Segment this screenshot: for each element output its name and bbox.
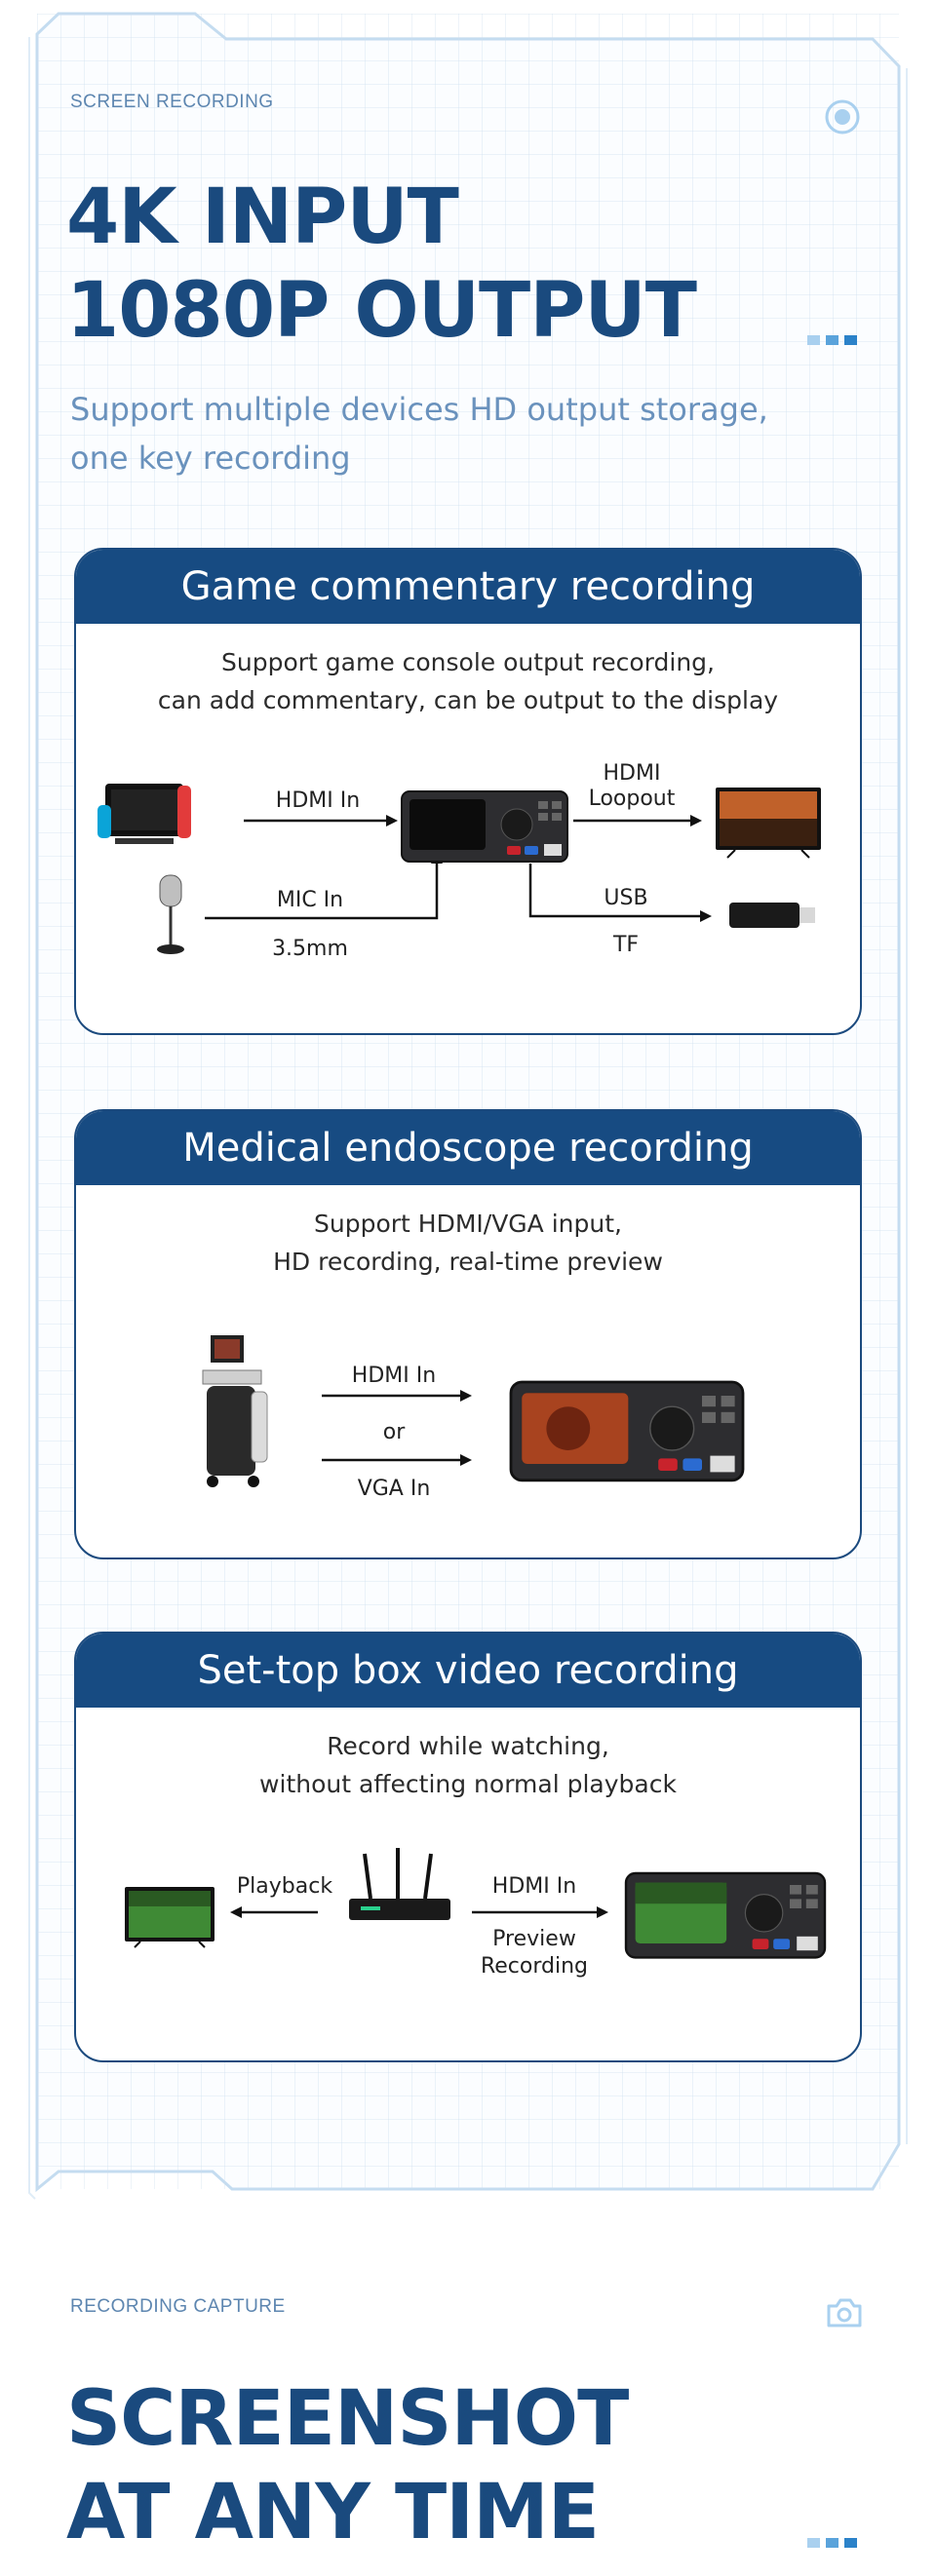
card-description: Support game console output recording, c…: [76, 643, 860, 719]
label-preview: Preview: [492, 1927, 576, 1951]
tv-icon: [125, 1887, 214, 1948]
camera-icon: [827, 2298, 862, 2327]
card-desc-line2: without affecting normal playback: [259, 1770, 677, 1798]
label-3-5mm: 3.5mm: [272, 937, 348, 961]
headline-line2: 1080P OUTPUT: [66, 267, 697, 355]
card-title: Medical endoscope recording: [76, 1111, 860, 1185]
card-medical-endoscope: Medical endoscope recording Support HDMI…: [74, 1109, 862, 1559]
subtitle-line1: Support multiple devices HD output stora…: [70, 391, 768, 428]
headline-line1: 4K INPUT: [66, 173, 459, 261]
recorder-device: [624, 1871, 827, 1959]
set-top-box-icon: [349, 1848, 450, 1920]
card-desc-line1: Support game console output recording,: [221, 648, 715, 676]
settop-diagram: Playback HDMI In Preview Recording: [125, 1848, 827, 1979]
label-usb: USB: [604, 886, 647, 910]
game-console-icon: [98, 784, 191, 844]
label-loopout: Loopout: [589, 787, 676, 811]
label-playback: Playback: [237, 1874, 332, 1899]
label-tf: TF: [612, 933, 639, 957]
card-game-commentary: Game commentary recording Support game c…: [74, 548, 862, 1035]
target-icon: [825, 99, 860, 135]
recorder-device: [509, 1380, 745, 1482]
card-description: Record while watching, without affecting…: [76, 1727, 860, 1803]
subtitle-line2: one key recording: [70, 440, 351, 477]
headline-line1: SCREENSHOT: [66, 2375, 629, 2463]
microphone-icon: [157, 874, 184, 954]
label-hdmi-in: HDMI In: [492, 1874, 576, 1899]
card-set-top-box: Set-top box video recording Record while…: [74, 1632, 862, 2062]
section-subtitle: Support multiple devices HD output stora…: [70, 385, 772, 482]
label-or: or: [383, 1420, 406, 1444]
card-description: Support HDMI/VGA input, HD recording, re…: [76, 1205, 860, 1281]
accent-dots: [807, 2538, 857, 2548]
card-title: Game commentary recording: [76, 550, 860, 624]
card-desc-line2: can add commentary, can be output to the…: [157, 686, 779, 714]
card-desc-line2: HD recording, real-time preview: [273, 1248, 663, 1276]
medical-cart-icon: [202, 1335, 268, 1487]
section-eyebrow: SCREEN RECORDING: [70, 92, 274, 112]
label-mic-in: MIC In: [277, 888, 343, 912]
recorder-device: [401, 790, 568, 863]
game-diagram: HDMI In MIC In 3.5mm HDMI Loopout USB TF: [98, 761, 821, 961]
card-title: Set-top box video recording: [76, 1634, 860, 1708]
label-hdmi-in: HDMI In: [276, 788, 360, 813]
card-desc-line1: Support HDMI/VGA input,: [314, 1210, 622, 1238]
medical-diagram: HDMI In or VGA In: [202, 1335, 745, 1501]
card-desc-line1: Record while watching,: [327, 1732, 609, 1760]
label-hdmi-in: HDMI In: [352, 1364, 436, 1388]
headline-line2: AT ANY TIME: [66, 2469, 600, 2557]
label-recording: Recording: [481, 1954, 588, 1979]
accent-dots: [807, 335, 857, 345]
usb-stick-icon: [729, 903, 815, 928]
tv-icon: [716, 788, 821, 859]
label-vga-in: VGA In: [358, 1477, 431, 1501]
label-hdmi: HDMI: [604, 761, 661, 786]
section-eyebrow: RECORDING CAPTURE: [70, 2296, 286, 2317]
